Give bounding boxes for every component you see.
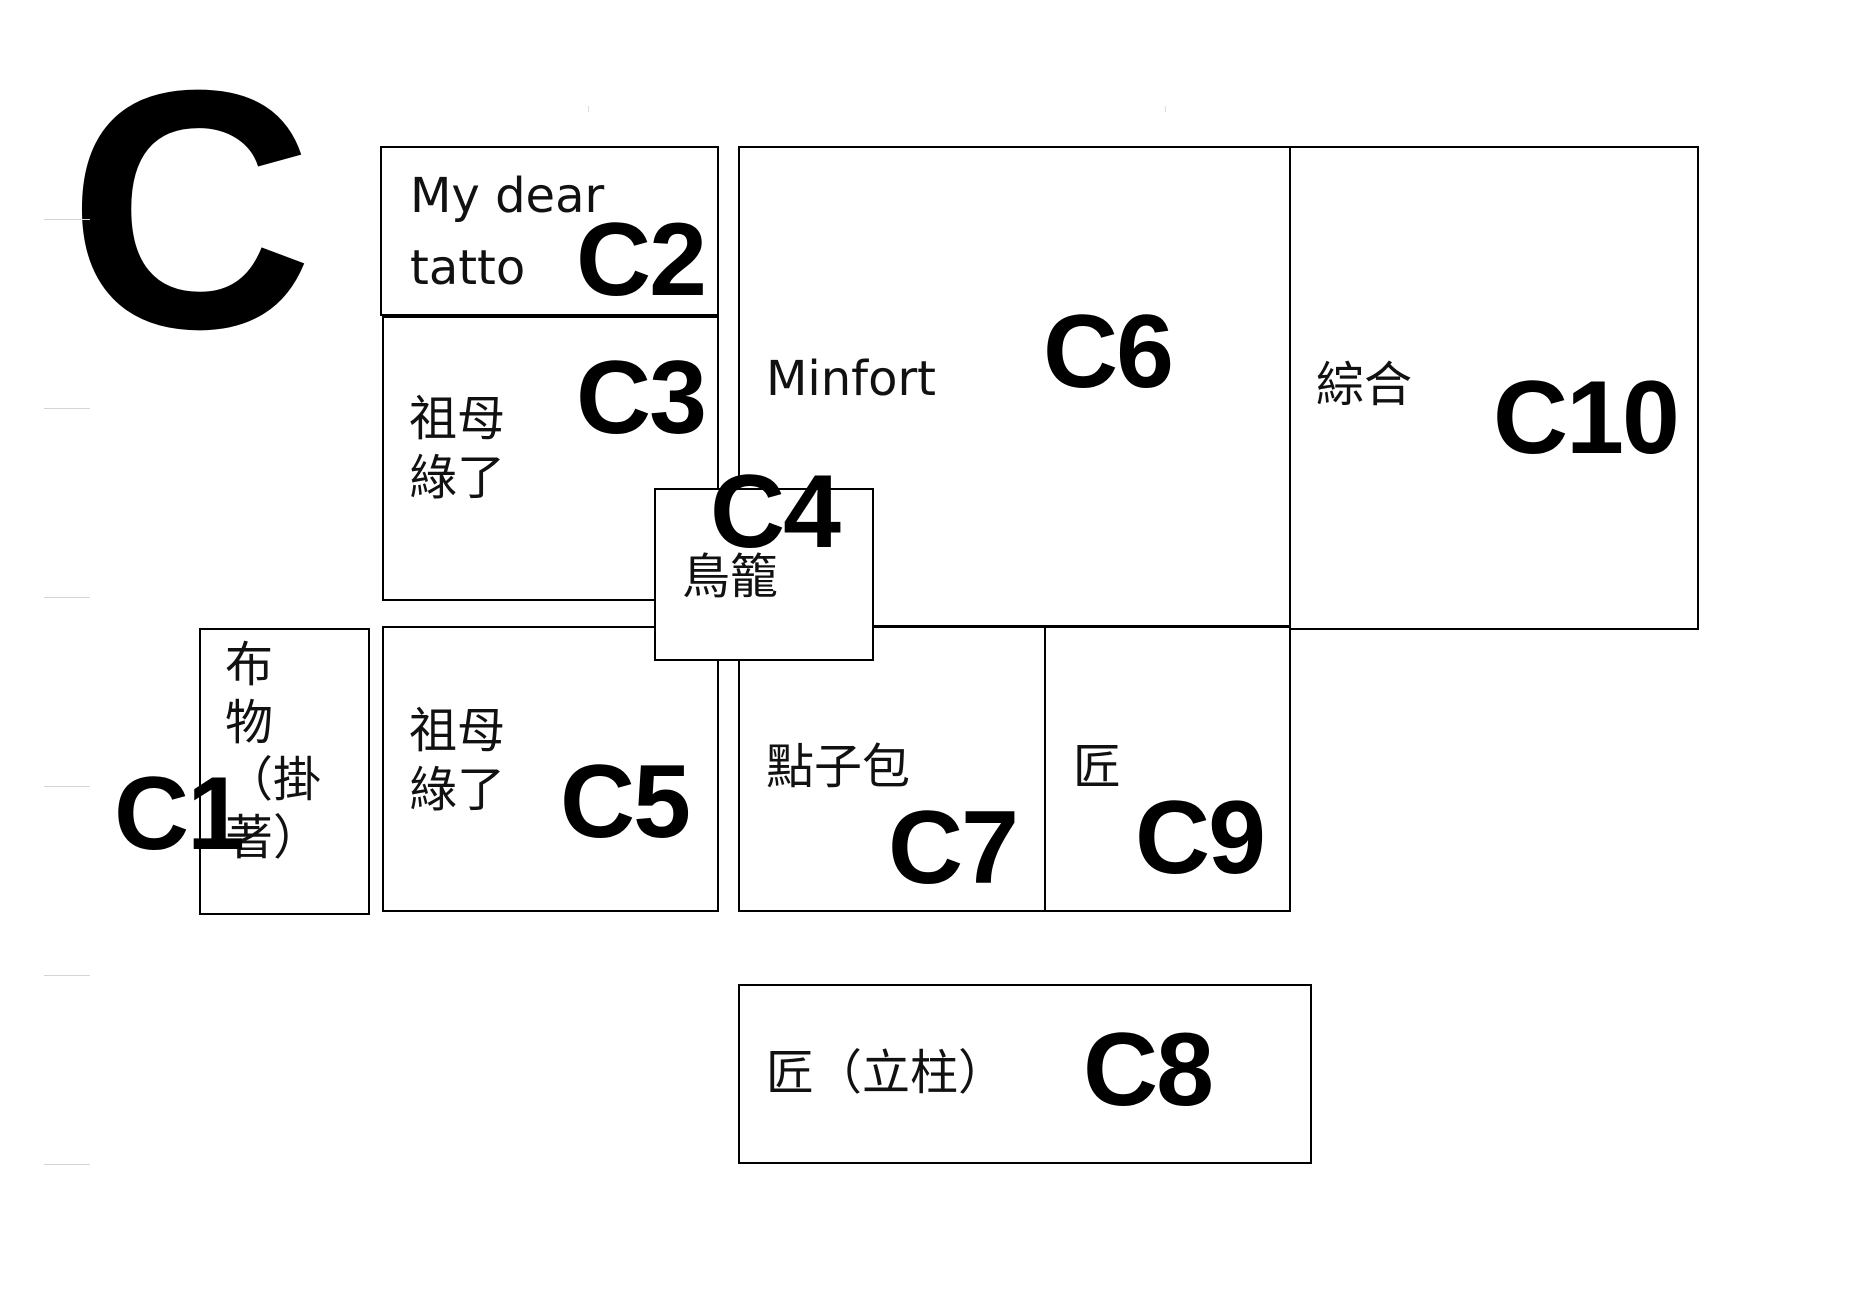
booth-c1-code: C1: [114, 756, 245, 872]
booth-c6-name: Minfort: [766, 351, 936, 407]
booth-c5[interactable]: [382, 626, 719, 912]
booth-c7[interactable]: [738, 626, 1046, 912]
booth-c4[interactable]: [654, 488, 874, 661]
guide-tick: [44, 597, 90, 598]
booth-c7-name: 點子包: [766, 739, 911, 795]
booth-c9[interactable]: [1044, 626, 1291, 912]
booth-c3-name: 祖母 綠了: [409, 391, 506, 506]
booth-c8[interactable]: [738, 984, 1312, 1164]
booth-c3-code: C3: [576, 340, 707, 456]
guide-tick: [44, 975, 90, 976]
booth-c6-code: C6: [1043, 294, 1174, 410]
booth-c10-name: 綜合: [1316, 357, 1413, 413]
booth-c2-name: My dear tatto: [410, 168, 605, 296]
booth-c2-code: C2: [576, 202, 707, 318]
guide-mark: [588, 106, 589, 112]
booth-c5-name: 祖母 綠了: [409, 703, 506, 818]
booth-c8-name: 匠（立柱）: [766, 1045, 1007, 1101]
booth-c2[interactable]: [380, 146, 719, 316]
booth-c1-name: 布 物 （掛 著）: [225, 637, 322, 866]
booth-c10-code: C10: [1493, 360, 1680, 476]
booth-c4-name: 鳥籠: [682, 549, 779, 605]
guide-tick: [44, 219, 90, 220]
booth-c1[interactable]: [199, 628, 370, 915]
booth-c9-name: 匠: [1073, 739, 1122, 795]
guide-tick: [44, 786, 90, 787]
guide-tick: [44, 1164, 90, 1165]
booth-c4-code: C4: [710, 454, 841, 570]
guide-mark: [1165, 106, 1166, 112]
guide-tick: [44, 408, 90, 409]
section-letter: C: [68, 20, 314, 400]
booth-c8-code: C8: [1083, 1012, 1214, 1128]
booth-c10[interactable]: [1289, 146, 1699, 630]
booth-c9-code: C9: [1135, 780, 1266, 896]
booth-c7-code: C7: [888, 790, 1019, 906]
booth-c5-code: C5: [560, 744, 691, 860]
